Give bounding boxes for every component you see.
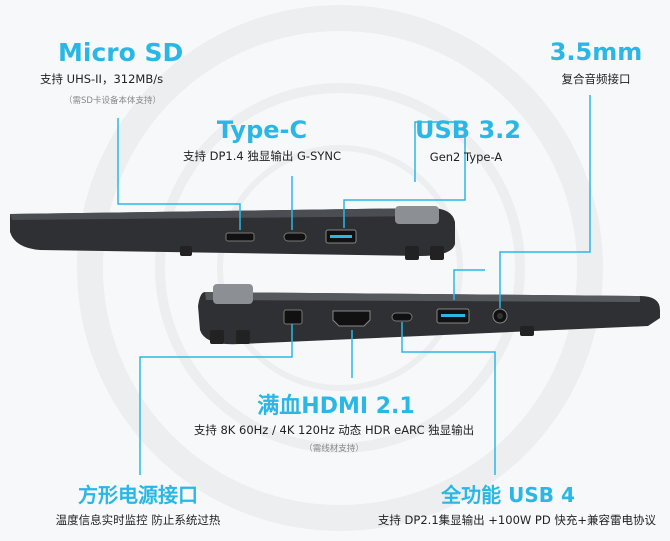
type-c-port xyxy=(283,232,307,242)
square-power-port xyxy=(283,309,303,325)
type-c-title: Type-C xyxy=(216,116,308,144)
audio-title: 3.5mm xyxy=(549,38,643,66)
usb4-desc: 支持 DP2.1集显输出 +100W PD 快充+兼容雷电协议 xyxy=(377,513,656,527)
background-ring-decoration xyxy=(77,5,603,531)
usb32-desc: Gen2 Type-A xyxy=(429,150,503,164)
laptop-right-side xyxy=(198,284,660,345)
micro-sd-title: Micro SD xyxy=(58,38,184,67)
micro-sd-desc: 支持 UHS-II，312MB/s xyxy=(40,72,164,86)
type-c-desc: 支持 DP1.4 独显输出 G-SYNC xyxy=(182,149,342,163)
audio-desc: 复合音频接口 xyxy=(561,72,631,86)
hdmi-title: 满血HDMI 2.1 xyxy=(257,394,415,419)
power-desc: 温度信息实时监控 防止系统过热 xyxy=(55,513,221,527)
usb4-port xyxy=(391,312,413,322)
hdmi-port xyxy=(332,310,371,327)
hdmi-note: （需线材支持） xyxy=(304,444,364,454)
callout-lines xyxy=(117,95,591,475)
hdmi-desc: 支持 8K 60Hz / 4K 120Hz 动态 HDR eARC 独显输出 xyxy=(193,423,475,437)
usb4-title: 全功能 USB 4 xyxy=(441,483,575,507)
power-title: 方形电源接口 xyxy=(78,483,198,507)
micro-sd-note: （需SD卡设备本体支持） xyxy=(64,96,161,106)
micro-sd-slot xyxy=(225,232,255,242)
usb32-title: USB 3.2 xyxy=(415,116,521,144)
